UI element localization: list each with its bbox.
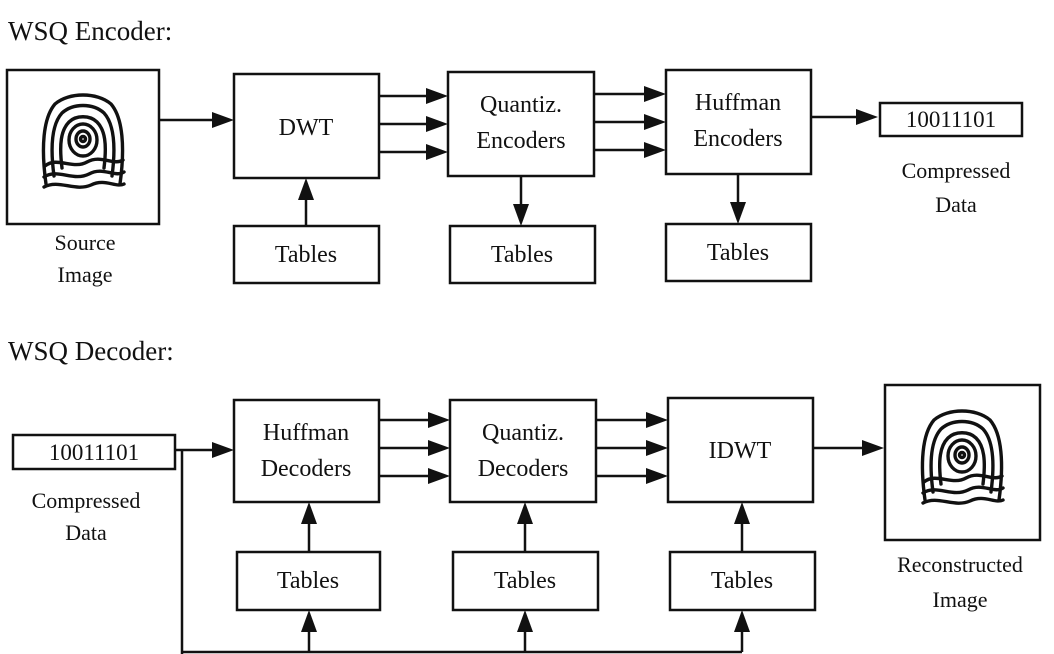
huffman-encoder-label-line1: Huffman [695, 90, 781, 116]
arrows-dwt-to-quantizer [379, 88, 448, 160]
arrow-idwt-tables-up [734, 502, 750, 552]
reconstructed-image-caption-line2: Image [933, 587, 988, 612]
huffman-decoder-label-line2: Decoders [261, 456, 352, 482]
quantizer-decoder-tables-label: Tables [494, 568, 556, 594]
decoder-title: WSQ Decoder: [8, 336, 174, 366]
encoder-output-bits-box [878, 101, 1024, 138]
huffman-decoder-tables-label: Tables [277, 568, 339, 594]
huffman-encoder-block [664, 68, 813, 176]
huffman-encoder-label-line2: Encoders [693, 126, 782, 152]
arrows-quantizer-to-idwt [596, 412, 668, 484]
table-feedback-line [180, 450, 750, 654]
quantizer-encoder-block [446, 70, 596, 178]
decoder-input-caption-line1: Compressed [32, 488, 141, 513]
quantizer-decoder-label-line2: Decoders [478, 456, 569, 482]
source-image-caption-line1: Source [54, 230, 115, 255]
arrows-quantizer-to-huffman-encoder [594, 86, 666, 158]
encoder-title: WSQ Encoder: [8, 16, 172, 46]
quantizer-decoder-tables-box [451, 550, 600, 612]
huffman-decoder-tables-box [235, 550, 382, 612]
reconstructed-image [883, 383, 1042, 542]
decoder-input-bits-box [11, 433, 177, 471]
huffman-encoder-tables-label: Tables [707, 240, 769, 266]
arrow-source-to-dwt [159, 112, 234, 128]
quantizer-encoder-tables-box [448, 224, 597, 285]
idwt-tables-label: Tables [711, 568, 773, 594]
decoder-input-caption-line2: Data [65, 520, 107, 545]
arrow-quantizer-to-tables [513, 176, 529, 226]
quantizer-encoder-label-line1: Quantiz. [480, 92, 562, 118]
arrow-dwt-tables-to-dwt [298, 178, 314, 226]
arrow-huffman-encoder-to-tables [730, 174, 746, 224]
huffman-encoder-tables-box [664, 222, 813, 283]
idwt-tables-box [668, 550, 817, 612]
reconstructed-image-caption-line1: Reconstructed [897, 552, 1023, 577]
quantizer-decoder-block [448, 398, 598, 504]
encoder-output-caption-line1: Compressed [902, 158, 1011, 183]
huffman-decoder-label-line1: Huffman [263, 420, 349, 446]
arrow-idwt-to-output [813, 440, 884, 456]
idwt-block [666, 396, 815, 504]
dwt-label: DWT [279, 115, 334, 141]
arrow-quantizer-decoder-tables-up [517, 502, 533, 552]
quantizer-encoder-label-line2: Encoders [476, 128, 565, 154]
dwt-tables-label: Tables [275, 242, 337, 268]
quantizer-encoder-tables-label: Tables [491, 242, 553, 268]
arrow-huffman-to-output [811, 109, 878, 125]
arrows-huffman-to-quantizer-decoder [379, 412, 450, 484]
source-image-caption-line2: Image [58, 262, 113, 287]
dwt-block [232, 72, 381, 180]
quantizer-decoder-label-line1: Quantiz. [482, 420, 564, 446]
encoder-output-caption-line2: Data [935, 192, 977, 217]
idwt-label: IDWT [709, 438, 772, 464]
arrow-input-to-huffman-decoder [175, 442, 234, 458]
huffman-decoder-block [232, 398, 381, 504]
decoder-input-bits: 10011101 [49, 440, 139, 465]
encoder-output-bits: 10011101 [906, 107, 996, 132]
source-image [5, 68, 161, 226]
arrow-huffman-decoder-tables-up [301, 502, 317, 552]
